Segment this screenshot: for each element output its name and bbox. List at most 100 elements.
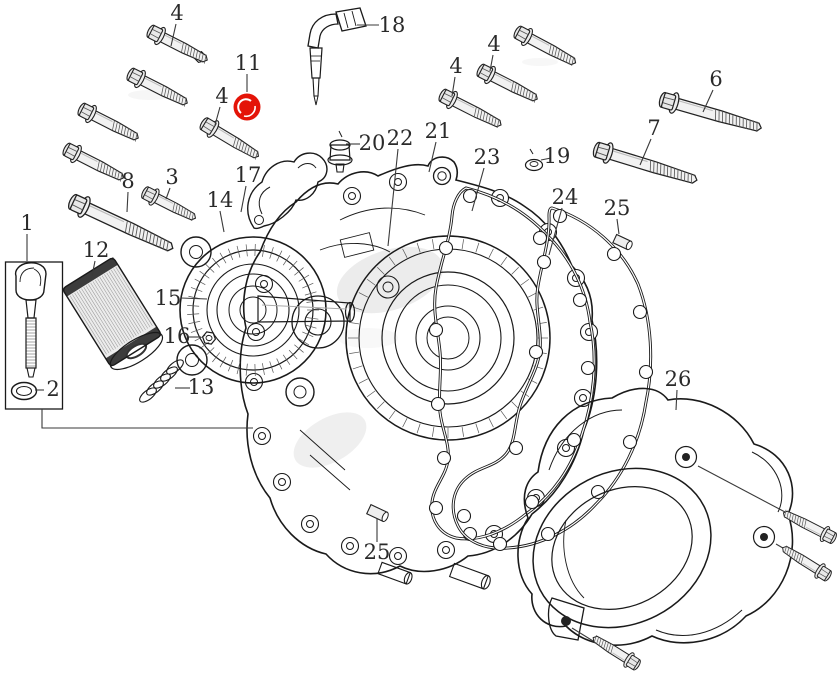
callout-23-11: 23 (471, 145, 501, 212)
dowel-pin-art (612, 233, 633, 251)
callout-label: 22 (387, 126, 414, 150)
callout-label: 4 (487, 32, 500, 56)
callout-label: 4 (215, 84, 228, 108)
bolt-art (658, 91, 762, 132)
bolt-boss-art (252, 426, 272, 446)
bearing-bore-art (345, 235, 551, 441)
callout-13-24: 13 (175, 375, 214, 399)
bolt-art (782, 545, 832, 582)
bolt-boss-art (342, 186, 362, 206)
callout-label: 14 (207, 188, 234, 212)
callout-3-16: 3 (165, 165, 179, 200)
callout-4-3: 4 (214, 84, 229, 126)
callout-15-21: 15 (155, 286, 208, 310)
bolt-art (476, 63, 538, 103)
bolt-art (67, 193, 174, 252)
callout-label: 23 (474, 145, 501, 169)
bolt-art (141, 186, 197, 222)
callout-label: 17 (235, 163, 262, 187)
callout-label: 4 (170, 1, 183, 25)
bolt-art (199, 117, 260, 160)
callout-4-0: 4 (170, 1, 184, 47)
callout-label: 2 (46, 377, 59, 401)
bracket-art (247, 152, 328, 230)
callout-17-17: 17 (235, 163, 262, 213)
bolt-boss-art (388, 172, 408, 192)
bolt-boss-art (579, 322, 599, 342)
dowel-pins-art (365, 233, 633, 523)
gasket-inner-art (428, 186, 596, 542)
bolt-art (126, 67, 188, 107)
bolt-art (592, 634, 641, 671)
flange-nut-art (524, 148, 544, 172)
highlighted-seal-11 (233, 93, 261, 121)
callout-21-10: 21 (425, 119, 452, 173)
bolt-art (62, 142, 124, 182)
cover-ear (176, 236, 315, 407)
callout-label: 13 (188, 375, 215, 399)
callout-7-7: 7 (639, 116, 661, 166)
callout-25-14: 25 (604, 196, 631, 235)
callout-12-20: 12 (83, 238, 110, 277)
callout-label: 26 (665, 367, 692, 391)
callout-24-13: 24 (548, 185, 579, 256)
round-cover-art (176, 236, 356, 407)
bolt-boss-art (246, 322, 266, 342)
oil-filter-art (62, 257, 164, 371)
bolt-boss-art (436, 540, 456, 560)
sensor-art (307, 7, 367, 106)
dipstick-kit-art (4, 261, 253, 429)
callout-label: 16 (164, 324, 191, 348)
callout-label: 1 (20, 211, 33, 235)
callout-label: 19 (544, 144, 571, 168)
callout-6-6: 6 (702, 67, 723, 113)
bolt-boss-art (272, 472, 292, 492)
bolt-boss-art (340, 536, 360, 556)
callout-2-23: 2 (35, 377, 60, 401)
side-cover-art (517, 387, 794, 646)
callout-label: 3 (165, 165, 178, 189)
spring-art (139, 359, 184, 403)
gasket-outer-art (451, 206, 654, 552)
o-ring-art (10, 381, 38, 401)
callout-label: 11 (235, 51, 262, 75)
callout-22-9: 22 (387, 126, 414, 247)
bolt-boss-art (388, 546, 408, 566)
bolt-art (438, 88, 502, 129)
callout-label: 24 (552, 185, 579, 209)
callout-label: 15 (155, 286, 182, 310)
callout-25-25: 25 (364, 519, 391, 564)
callout-label: 12 (83, 238, 110, 262)
bolt-art (782, 509, 837, 544)
bolts-art (62, 24, 837, 671)
callout-label: 25 (364, 540, 391, 564)
callout-label: 25 (604, 196, 631, 220)
callout-20-8: 20 (346, 131, 385, 155)
callout-4-4: 4 (449, 54, 463, 97)
callout-1-19: 1 (20, 211, 34, 261)
crankcase-cover-art (239, 156, 599, 590)
bolt-boss-art (300, 514, 320, 534)
bolt-art (592, 141, 698, 184)
dowel-pin-art (365, 503, 389, 523)
callout-label: 6 (709, 67, 722, 91)
callout-label: 21 (425, 119, 452, 143)
callout-14-18: 14 (207, 188, 234, 233)
callout-18-1: 18 (357, 13, 405, 37)
callout-26-26: 26 (665, 367, 692, 411)
callout-label: 8 (121, 169, 134, 193)
breather-art (327, 130, 353, 173)
callout-19-12: 19 (540, 144, 571, 168)
callout-4-5: 4 (487, 32, 501, 72)
bolt-art (146, 24, 208, 64)
bolt-art (513, 25, 577, 66)
callout-8-15: 8 (121, 169, 135, 213)
callout-16-22: 16 (164, 324, 201, 348)
callout-label: 4 (449, 54, 462, 78)
bolt-art (77, 102, 139, 142)
callout-label: 20 (359, 131, 386, 155)
callout-11-2: 11 (235, 51, 262, 92)
hex-nut-art (201, 331, 217, 345)
callout-label: 7 (647, 116, 660, 140)
